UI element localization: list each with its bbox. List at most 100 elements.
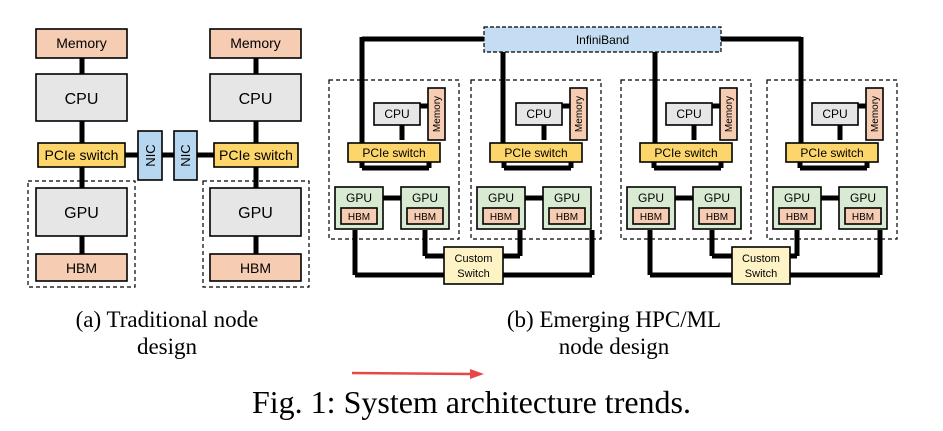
hpc-node-1-gpu2-label: GPU [412, 191, 438, 205]
custom-switch-left-line1: Custom [455, 253, 493, 265]
hpc-node-3-memory-rect [719, 87, 738, 141]
hpc-node-3-cpu-label: CPU [676, 107, 701, 121]
hpc-node-4-gpu2-label: GPU [850, 191, 876, 205]
infiniband-wires [359, 36, 804, 146]
hpc-node-3-pcie-rect [639, 142, 733, 163]
hpc-node-4-cpu-label: CPU [822, 107, 847, 121]
left-gpu-rect [35, 187, 128, 237]
hpc-node-4-hbm2-rect [844, 207, 882, 225]
left-hbm-label: HBM [66, 260, 97, 276]
custom-switch-left-line2: Switch [457, 268, 489, 280]
custom-switch-wires [352, 230, 883, 278]
right-pcie-switch-box: PCIe switch [213, 142, 299, 168]
right-gpu-dashed-group [202, 180, 310, 288]
custom-switch-right-line2: Switch [745, 268, 777, 280]
hpc-node-3-memory-label: Memory [724, 96, 735, 132]
hpc-node-3-gpu2-label: GPU [704, 191, 730, 205]
left-pcie-switch-box: PCIe switch [37, 142, 126, 168]
right-gpu-box: GPU [209, 187, 302, 237]
left-gpu-dashed-group [27, 180, 136, 288]
hpc-node-1: CPU Memory PCIe switch GPU HBM GPU HBM [328, 79, 460, 240]
right-cpu-box: CPU [209, 73, 302, 122]
right-pcie-rect [213, 142, 299, 168]
infiniband-label: InfiniBand [576, 33, 629, 47]
left-gpu-label: GPU [64, 205, 99, 222]
hpc-node-1-memory-rect [427, 87, 446, 141]
hpc-node-4-memory-rect [865, 87, 884, 141]
hpc-node-2-boundary [470, 79, 602, 240]
right-nic-box: NIC [173, 130, 198, 181]
hpc-node-2-hbm1-label: HBM [490, 212, 512, 223]
hpc-node-3-hbm2-label: HBM [706, 212, 728, 223]
hpc-node-1-hbm1-rect [340, 207, 378, 225]
right-memory-rect [209, 28, 302, 59]
right-hbm-label: HBM [240, 260, 271, 276]
left-hbm-box: HBM [35, 253, 128, 282]
custom-switch-right: Custom Switch [731, 246, 791, 285]
hpc-node-1-cpu-rect [373, 102, 421, 126]
caption-a-line1: (a) Traditional node [76, 307, 259, 332]
traditional-wires [79, 58, 259, 254]
left-memory-box: Memory [35, 28, 128, 59]
hpc-node-3-hbm1-label: HBM [640, 212, 662, 223]
hpc-node-2: CPU Memory PCIe switch GPU HBM GPU HBM [470, 79, 602, 240]
hpc-node-2-hbm2-label: HBM [556, 212, 578, 223]
left-cpu-box: CPU [35, 73, 128, 122]
right-cpu-rect [209, 73, 302, 122]
hpc-node-2-memory-rect [569, 87, 588, 141]
hpc-node-4-gpu1-label: GPU [784, 191, 810, 205]
infiniband-rect [483, 26, 722, 53]
hpc-node-1-gpu1-label: GPU [346, 191, 372, 205]
hpc-node-4-hbm1-rect [778, 207, 816, 225]
hpc-node-4-hbm1-label: HBM [786, 212, 808, 223]
red-arrow-shaft [351, 371, 473, 376]
hpc-node-4: CPU Memory PCIe switch GPU HBM GPU HBM [766, 79, 898, 240]
left-gpu-box: GPU [35, 187, 128, 237]
hpc-node-3: CPU Memory PCIe switch GPU HBM GPU HBM [620, 79, 752, 240]
hpc-node-2-hbm1-rect [482, 207, 520, 225]
hpc-node-2-pcie-label: PCIe switch [504, 146, 567, 160]
hpc-node-4-pcie-label: PCIe switch [800, 146, 863, 160]
right-cpu-label: CPU [239, 91, 273, 108]
right-nic-rect [173, 130, 198, 181]
hpc-node-1-hbm1-label: HBM [348, 212, 370, 223]
left-pcie-label: PCIe switch [45, 147, 119, 163]
hpc-node-2-hbm2-rect [548, 207, 586, 225]
right-nic-label: NIC [178, 144, 193, 166]
hpc-node-2-pcie-rect [489, 142, 583, 163]
left-cpu-label: CPU [65, 91, 99, 108]
hpc-node-1-boundary [328, 79, 460, 240]
left-hbm-rect [35, 253, 128, 282]
hpc-node-1-hbm2-label: HBM [414, 212, 436, 223]
caption-a-line2: design [137, 334, 198, 359]
hpc-node-3-hbm1-rect [632, 207, 670, 225]
left-nic-label: NIC [143, 144, 158, 166]
right-memory-label: Memory [230, 35, 281, 51]
traditional-node-diagram: Memory CPU PCIe switch GPU HBM NIC NIC [27, 28, 310, 288]
hpc-node-4-pcie-rect [785, 142, 879, 163]
left-memory-rect [35, 28, 128, 59]
hpc-node-2-cpu-rect [515, 102, 563, 126]
infiniband-bar: InfiniBand [483, 26, 722, 53]
hpc-node-3-boundary [620, 79, 752, 240]
hpc-node-1-pcie-rect [347, 142, 441, 163]
custom-switch-right-line1: Custom [742, 253, 780, 265]
hpc-node-2-gpu2-label: GPU [554, 191, 580, 205]
left-cpu-rect [35, 73, 128, 122]
custom-switch-left: Custom Switch [443, 246, 504, 285]
hpc-node-1-pcie-label: PCIe switch [362, 146, 425, 160]
hpc-node-3-pcie-label: PCIe switch [654, 146, 717, 160]
right-memory-box: Memory [209, 28, 302, 59]
hpc-node-2-memory-label: Memory [574, 96, 585, 132]
hpc-node-1-hbm2-rect [406, 207, 444, 225]
custom-switch-right-rect [731, 246, 791, 285]
hpc-node-3-hbm2-rect [698, 207, 736, 225]
left-nic-box: NIC [137, 130, 163, 181]
custom-switch-left-rect [443, 246, 504, 285]
right-hbm-box: HBM [209, 253, 302, 282]
right-hbm-rect [209, 253, 302, 282]
right-pcie-label: PCIe switch [219, 147, 293, 163]
red-arrow-head [470, 369, 484, 379]
left-memory-label: Memory [56, 35, 107, 51]
